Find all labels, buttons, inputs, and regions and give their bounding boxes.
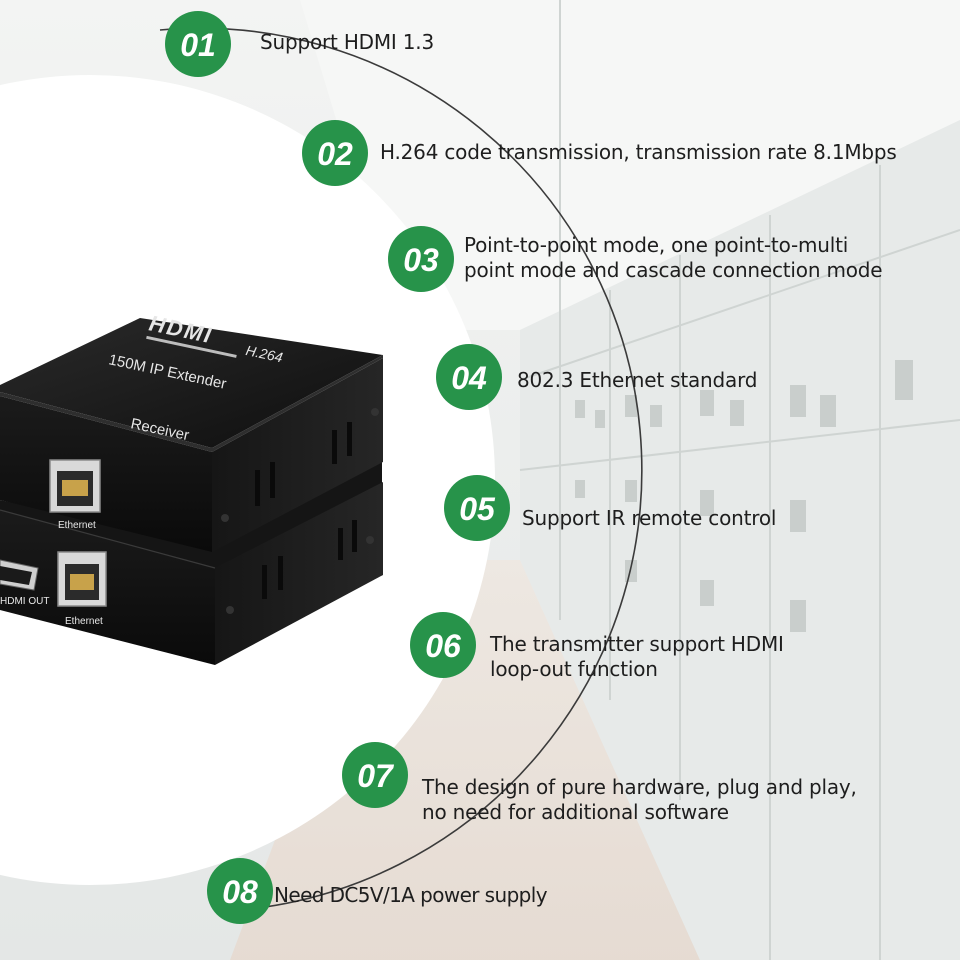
ip-extender-device: Ethernet HDMI OUT HDMI H bbox=[0, 310, 383, 665]
feature-badge-06: 06 bbox=[410, 612, 476, 678]
feature-text-03: Point-to-point mode, one point-to-multi … bbox=[464, 233, 883, 282]
feature-badge-07: 07 bbox=[342, 742, 408, 808]
feature-badge-08: 08 bbox=[207, 858, 273, 924]
port-label-ethernet-lower: Ethernet bbox=[65, 616, 103, 627]
port-label-hdmi-out: HDMI OUT bbox=[0, 596, 49, 607]
port-label-ethernet-upper: Ethernet bbox=[58, 520, 96, 531]
feature-text-05: Support IR remote control bbox=[522, 506, 777, 530]
svg-text:04: 04 bbox=[451, 360, 487, 396]
svg-text:01: 01 bbox=[180, 27, 216, 63]
feature-text-04: 802.3 Ethernet standard bbox=[517, 368, 758, 392]
svg-text:05: 05 bbox=[459, 491, 496, 527]
feature-badges: 01 02 03 04 05 06 07 08 bbox=[165, 11, 510, 924]
svg-text:08: 08 bbox=[222, 874, 258, 910]
feature-text-01: Support HDMI 1.3 bbox=[260, 30, 434, 54]
feature-text-08: Need DC5V/1A power supply bbox=[274, 883, 548, 907]
svg-text:07: 07 bbox=[357, 758, 395, 794]
svg-text:06: 06 bbox=[425, 628, 461, 664]
feature-text-06: The transmitter support HDMI loop-out fu… bbox=[490, 632, 784, 681]
connector-arc bbox=[159, 27, 643, 911]
feature-text-02: H.264 code transmission, transmission ra… bbox=[380, 140, 897, 164]
transmitter-unit bbox=[0, 458, 383, 665]
feature-badge-03: 03 bbox=[388, 226, 454, 292]
svg-text:02: 02 bbox=[317, 136, 353, 172]
feature-badge-04: 04 bbox=[436, 344, 502, 410]
feature-badge-01: 01 bbox=[165, 11, 231, 77]
feature-badge-02: 02 bbox=[302, 120, 368, 186]
device-codec-label: H.264 bbox=[244, 342, 284, 365]
feature-badge-05: 05 bbox=[444, 475, 510, 541]
receiver-unit bbox=[0, 318, 383, 552]
feature-text-07: The design of pure hardware, plug and pl… bbox=[422, 775, 857, 824]
svg-text:03: 03 bbox=[403, 242, 439, 278]
